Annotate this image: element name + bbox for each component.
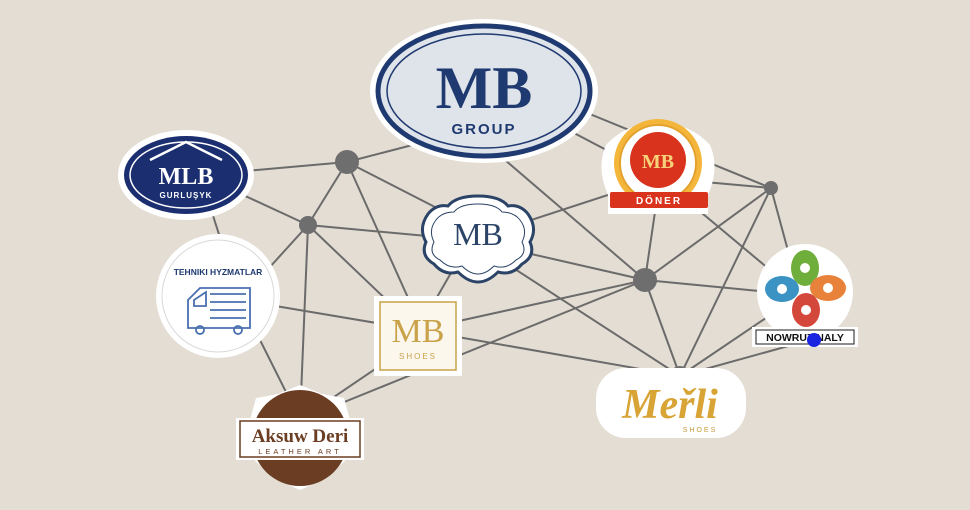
merli-shoes-text: Meřli — [621, 382, 718, 428]
tehniki-text: TEHNIKI HYZMATLAR — [174, 267, 263, 277]
network-node — [764, 181, 778, 195]
mb-group-mark: MB — [436, 55, 533, 121]
ornate-frame-icon — [421, 194, 535, 284]
nowruz-text: NOWRUZ NALY — [766, 332, 844, 344]
network-line — [644, 187, 772, 281]
mb-shoes-logo: MB SHOES — [374, 296, 462, 376]
network-line — [307, 161, 348, 226]
truck-icon — [187, 287, 251, 335]
aksuw-deri-text: Aksuw Deri — [252, 426, 349, 447]
network-line — [299, 279, 646, 421]
tehniki-hyzmatlar-logo: TEHNIKI HYZMATLAR — [156, 234, 280, 358]
swirl-flower-icon — [765, 250, 846, 327]
mb-group-logo: MB GROUP — [370, 19, 598, 163]
merli-shoes-logo: Meřli SHOES — [596, 368, 746, 438]
network-line — [679, 187, 772, 377]
merli-shoes-subtext: SHOES — [683, 427, 718, 434]
network-line — [644, 279, 681, 377]
mb-center-logo: MB — [421, 194, 535, 284]
mb-doner-text: DÖNER — [636, 194, 682, 207]
nowruz-naly-logo: NOWRUZ NALY — [752, 244, 858, 347]
network-node — [335, 150, 359, 174]
mb-gurlusyk-logo: MLB GURLUŞYK — [118, 130, 254, 220]
mb-shoes-mark: MB — [392, 313, 445, 350]
mb-center-mark: MB — [453, 216, 503, 252]
mb-shoes-text: SHOES — [399, 352, 437, 361]
network-line — [346, 161, 419, 321]
aksuw-deri-subtext: LEATHER ART — [258, 447, 342, 456]
mb-gurlusyk-text: GURLUŞYK — [160, 191, 213, 200]
aksuw-deri-logo: Aksuw Deri LEATHER ART — [236, 385, 364, 490]
mb-group-text: GROUP — [451, 121, 516, 138]
mb-gurlusyk-mark: MLB — [159, 164, 214, 190]
cursor-dot — [807, 333, 821, 347]
mb-doner-logo: MB DÖNER — [601, 119, 715, 214]
mb-doner-mark: MB — [642, 151, 674, 173]
network-node — [633, 268, 657, 292]
network-node — [299, 216, 317, 234]
